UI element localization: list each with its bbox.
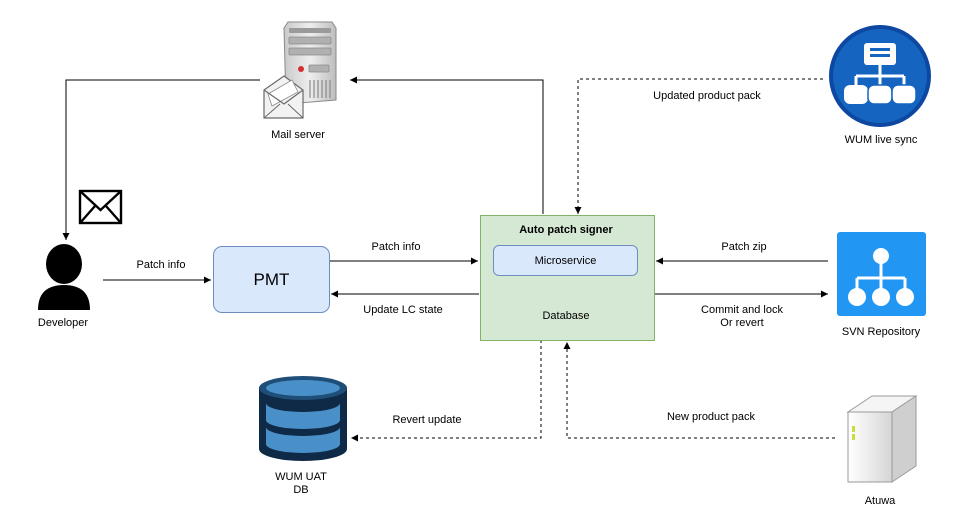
edge-mail-server-to-developer — [62, 79, 260, 240]
edge-atuwa-to-signer — [563, 342, 835, 439]
edge-label-patch-info-pmt: Patch info — [371, 241, 421, 253]
database-label: Database — [542, 310, 590, 322]
edge-label-patch-zip: Patch zip — [721, 241, 767, 253]
wum-uat-db-label-line1: WUM UAT — [275, 471, 327, 483]
edge-signer-to-mail-server — [350, 76, 544, 214]
pmt-label: PMT — [253, 269, 290, 289]
microservice-node: Microservice — [493, 245, 638, 276]
edge-label-new-product-pack: New product pack — [666, 411, 756, 423]
edge-label-update-lc-state: Update LC state — [363, 304, 443, 316]
developer-label: Developer — [37, 317, 89, 329]
server-with-envelope-icon — [263, 21, 337, 119]
auto-patch-signer-node — [480, 215, 655, 341]
pmt-node: PMT — [213, 246, 330, 313]
mail-server-label: Mail server — [271, 129, 325, 141]
user-icon — [38, 244, 90, 310]
edge-label-commit-and-lock: Commit and lock — [701, 304, 783, 316]
wum-uat-db-label-line2: DB — [293, 484, 309, 496]
atuwa-label: Atuwa — [864, 495, 896, 507]
edge-signer-to-wum-uat-db — [351, 340, 542, 442]
svn-repository-label: SVN Repository — [841, 326, 921, 338]
server-box-icon — [846, 395, 918, 483]
edge-label-or-revert: Or revert — [720, 317, 764, 329]
edge-label-updated-product-pack: Updated product pack — [653, 90, 761, 102]
envelope-icon — [78, 189, 123, 225]
auto-patch-signer-title: Auto patch signer — [519, 224, 613, 236]
repository-tree-icon — [837, 232, 926, 316]
edge-label-revert-update: Revert update — [392, 414, 462, 426]
database-stack-icon — [259, 376, 347, 461]
edge-label-patch-info-developer: Patch info — [136, 259, 186, 271]
network-hierarchy-icon — [829, 25, 931, 127]
wum-live-sync-label: WUM live sync — [844, 134, 918, 146]
microservice-label: Microservice — [534, 254, 597, 267]
